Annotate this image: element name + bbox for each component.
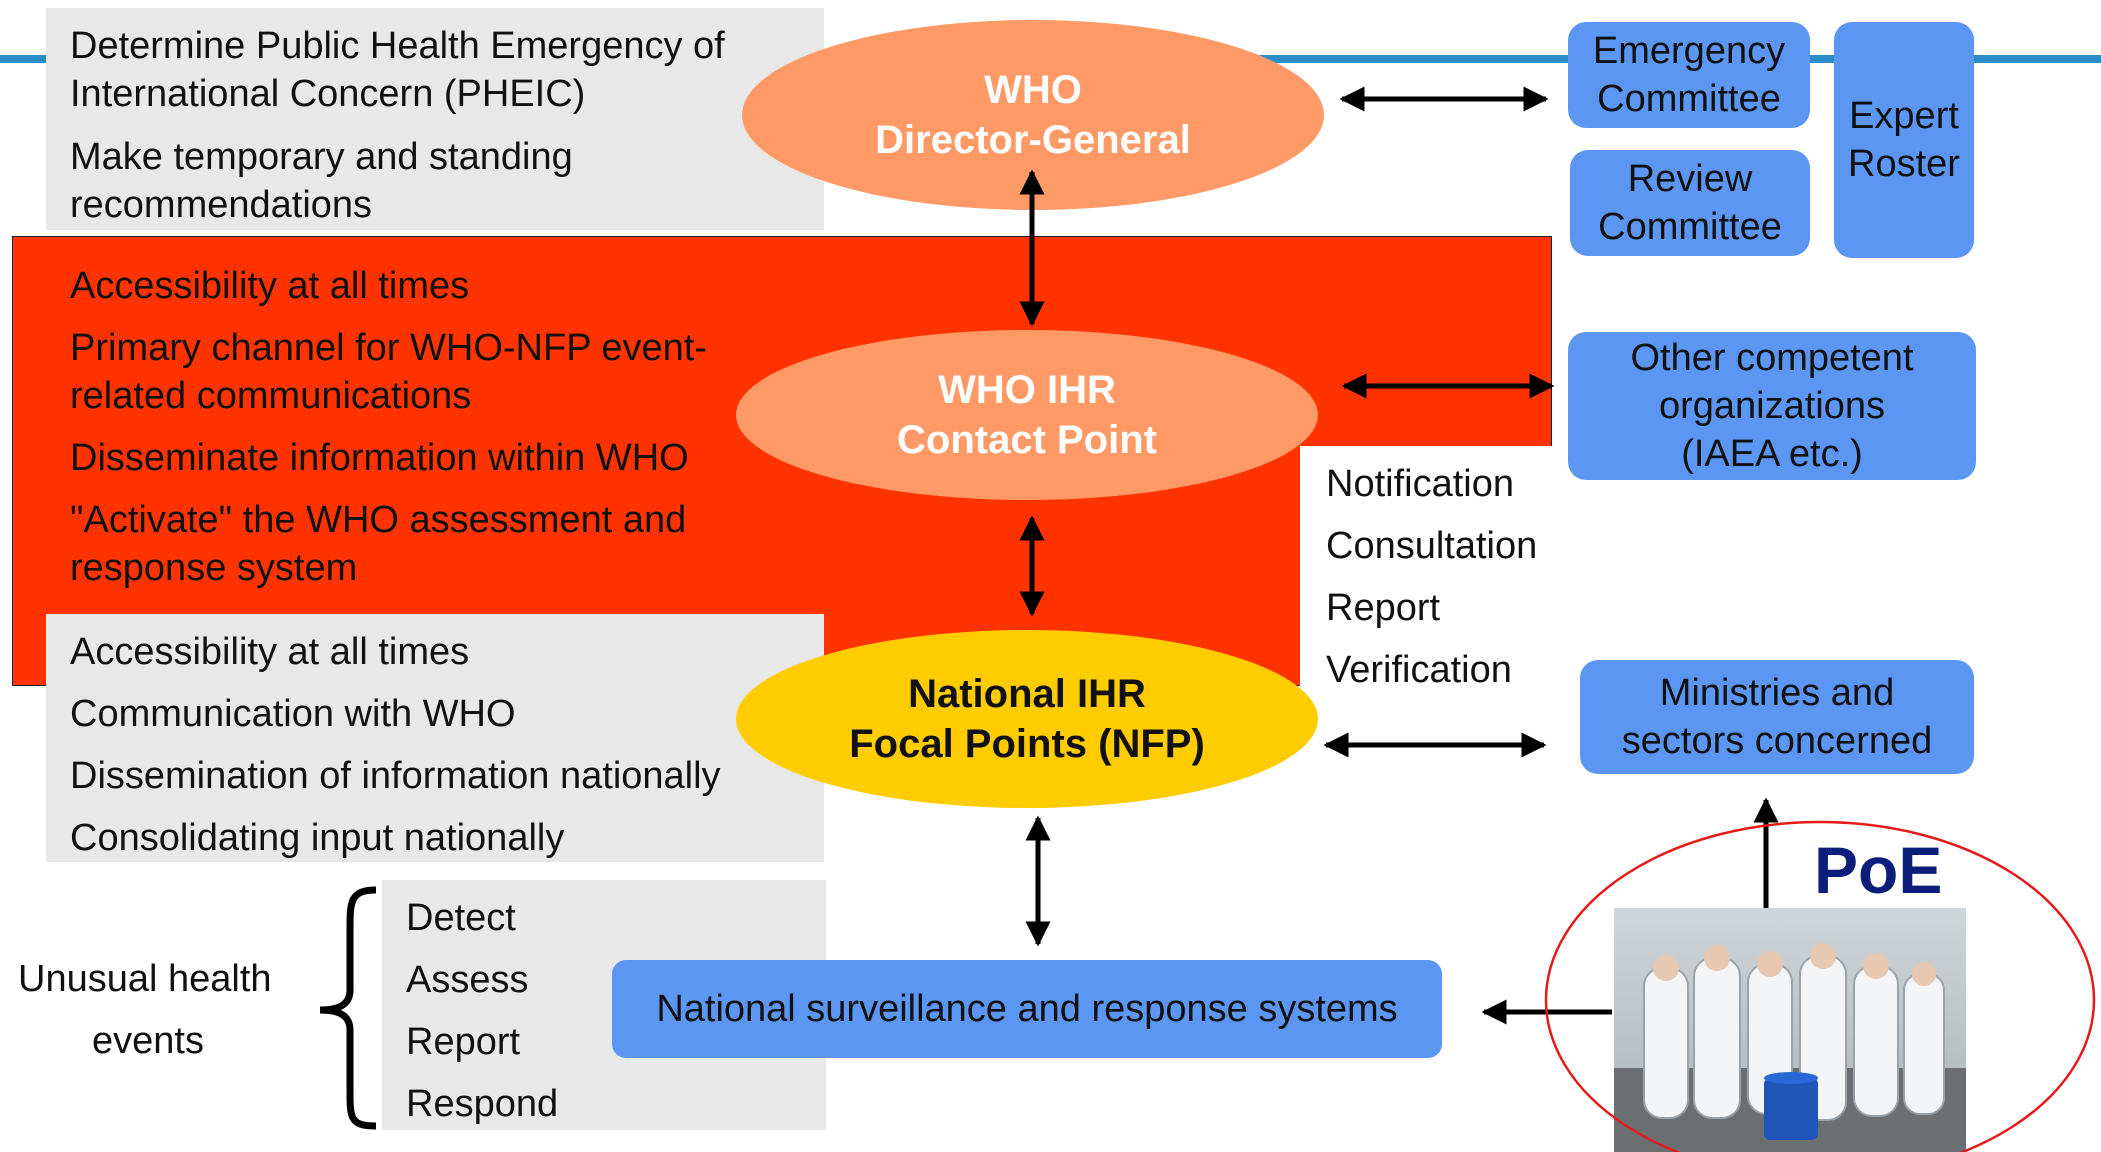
cp-task: "Activate" the WHO assessment and	[70, 499, 687, 541]
cp-task: Disseminate information within WHO	[70, 437, 689, 479]
contact-point-node: WHO IHR Contact Point	[736, 330, 1318, 500]
exchange-area	[1300, 446, 1560, 688]
nfp-label-1: National IHR	[908, 672, 1146, 716]
dg-task: recommendations	[70, 184, 373, 226]
emergency-committee-label: Committee	[1597, 78, 1781, 120]
nfp-task: Accessibility at all times	[70, 631, 470, 673]
expert-roster-label: Roster	[1848, 143, 1960, 185]
emergency-committee-label: Emergency	[1592, 30, 1786, 72]
nfp-task: Consolidating input nationally	[70, 817, 565, 859]
nfp-label-2: Focal Points (NFP)	[849, 722, 1205, 766]
exchange-type: Verification	[1326, 649, 1512, 691]
other-orgs-label: organizations	[1658, 385, 1886, 427]
cp-task: related communications	[70, 375, 472, 417]
contact-point-label-1: WHO IHR	[938, 368, 1116, 412]
action-item: Assess	[406, 959, 529, 1001]
action-item: Report	[406, 1021, 521, 1063]
curly-brace	[319, 886, 377, 1130]
exchange-type: Consultation	[1326, 525, 1538, 567]
action-item: Detect	[406, 897, 516, 939]
other-organizations-box: Other competent organizations (IAEA etc.…	[1568, 332, 1976, 480]
exchange-type: Report	[1326, 587, 1441, 629]
dg-task: Make temporary and standing	[70, 136, 573, 178]
review-committee-box: Review Committee	[1570, 150, 1810, 256]
cp-task: Accessibility at all times	[70, 265, 470, 307]
nfp-tasks-panel	[46, 614, 824, 862]
nfp-task: Communication with WHO	[70, 693, 516, 735]
action-item: Respond	[406, 1083, 559, 1125]
poe-label: PoE	[1814, 833, 1943, 907]
poe-photo	[1614, 908, 1966, 1152]
ministries-label: sectors concerned	[1621, 720, 1933, 762]
emergency-committee-box: Emergency Committee	[1568, 22, 1810, 128]
other-orgs-label: Other competent	[1630, 337, 1914, 379]
dg-tasks-panel	[46, 8, 824, 230]
nfp-node: National IHR Focal Points (NFP)	[736, 630, 1318, 808]
dg-task: International Concern (PHEIC)	[70, 73, 586, 115]
ministries-box: Ministries and sectors concerned	[1580, 660, 1974, 774]
other-orgs-label: (IAEA etc.)	[1681, 433, 1863, 475]
dg-task: Determine Public Health Emergency of	[70, 25, 725, 67]
contact-point-label-2: Contact Point	[897, 418, 1157, 462]
ministries-label: Ministries and	[1659, 672, 1895, 714]
expert-roster-label: Expert	[1849, 95, 1959, 137]
exchange-type: Notification	[1326, 463, 1514, 505]
poe-highlight-ellipse	[1544, 820, 2096, 1152]
expert-roster-box: Expert Roster	[1834, 22, 1974, 258]
nfp-task: Dissemination of information nationally	[70, 755, 721, 797]
cp-task: response system	[70, 547, 358, 589]
surveillance-box: National surveillance and response syste…	[612, 960, 1442, 1058]
unusual-events-label: Unusual health	[18, 958, 272, 1000]
review-committee-label: Committee	[1598, 206, 1782, 248]
cp-task: Primary channel for WHO-NFP event-	[70, 327, 708, 369]
unusual-events-label: events	[92, 1020, 204, 1062]
who-dg-label-2: Director-General	[875, 118, 1191, 162]
review-committee-label: Review	[1627, 158, 1753, 200]
who-dg-label-1: WHO	[984, 68, 1082, 112]
surveillance-label: National surveillance and response syste…	[656, 988, 1398, 1030]
